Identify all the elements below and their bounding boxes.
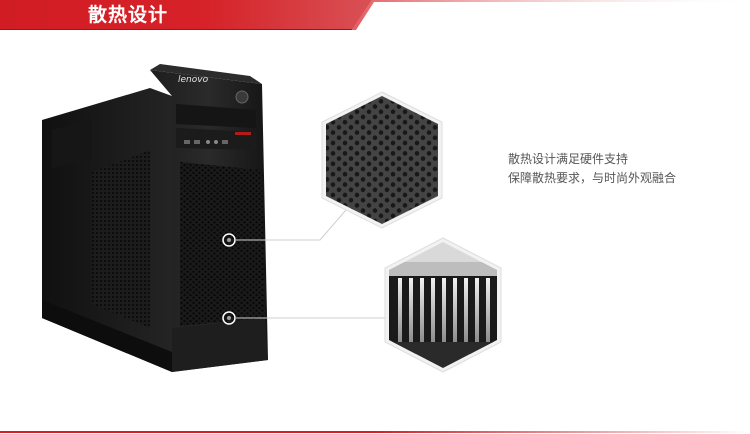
header-ribbon — [0, 0, 750, 30]
bottom-divider — [0, 431, 750, 433]
description-line-1: 散热设计满足硬件支持 — [508, 152, 629, 166]
section-title: 散热设计 — [88, 4, 169, 26]
description-line-2: 保障散热要求，与时尚外观融合 — [508, 171, 677, 185]
bottom-vent-marker-icon — [222, 311, 236, 325]
front-vent-marker-icon — [222, 233, 236, 247]
feature-description: 散热设计满足硬件支持 保障散热要求，与时尚外观融合 — [508, 150, 738, 188]
vent-closeup-hexagon — [384, 237, 502, 373]
mesh-closeup-hexagon — [321, 91, 443, 229]
lenovo-logo: lenovo — [178, 75, 209, 85]
